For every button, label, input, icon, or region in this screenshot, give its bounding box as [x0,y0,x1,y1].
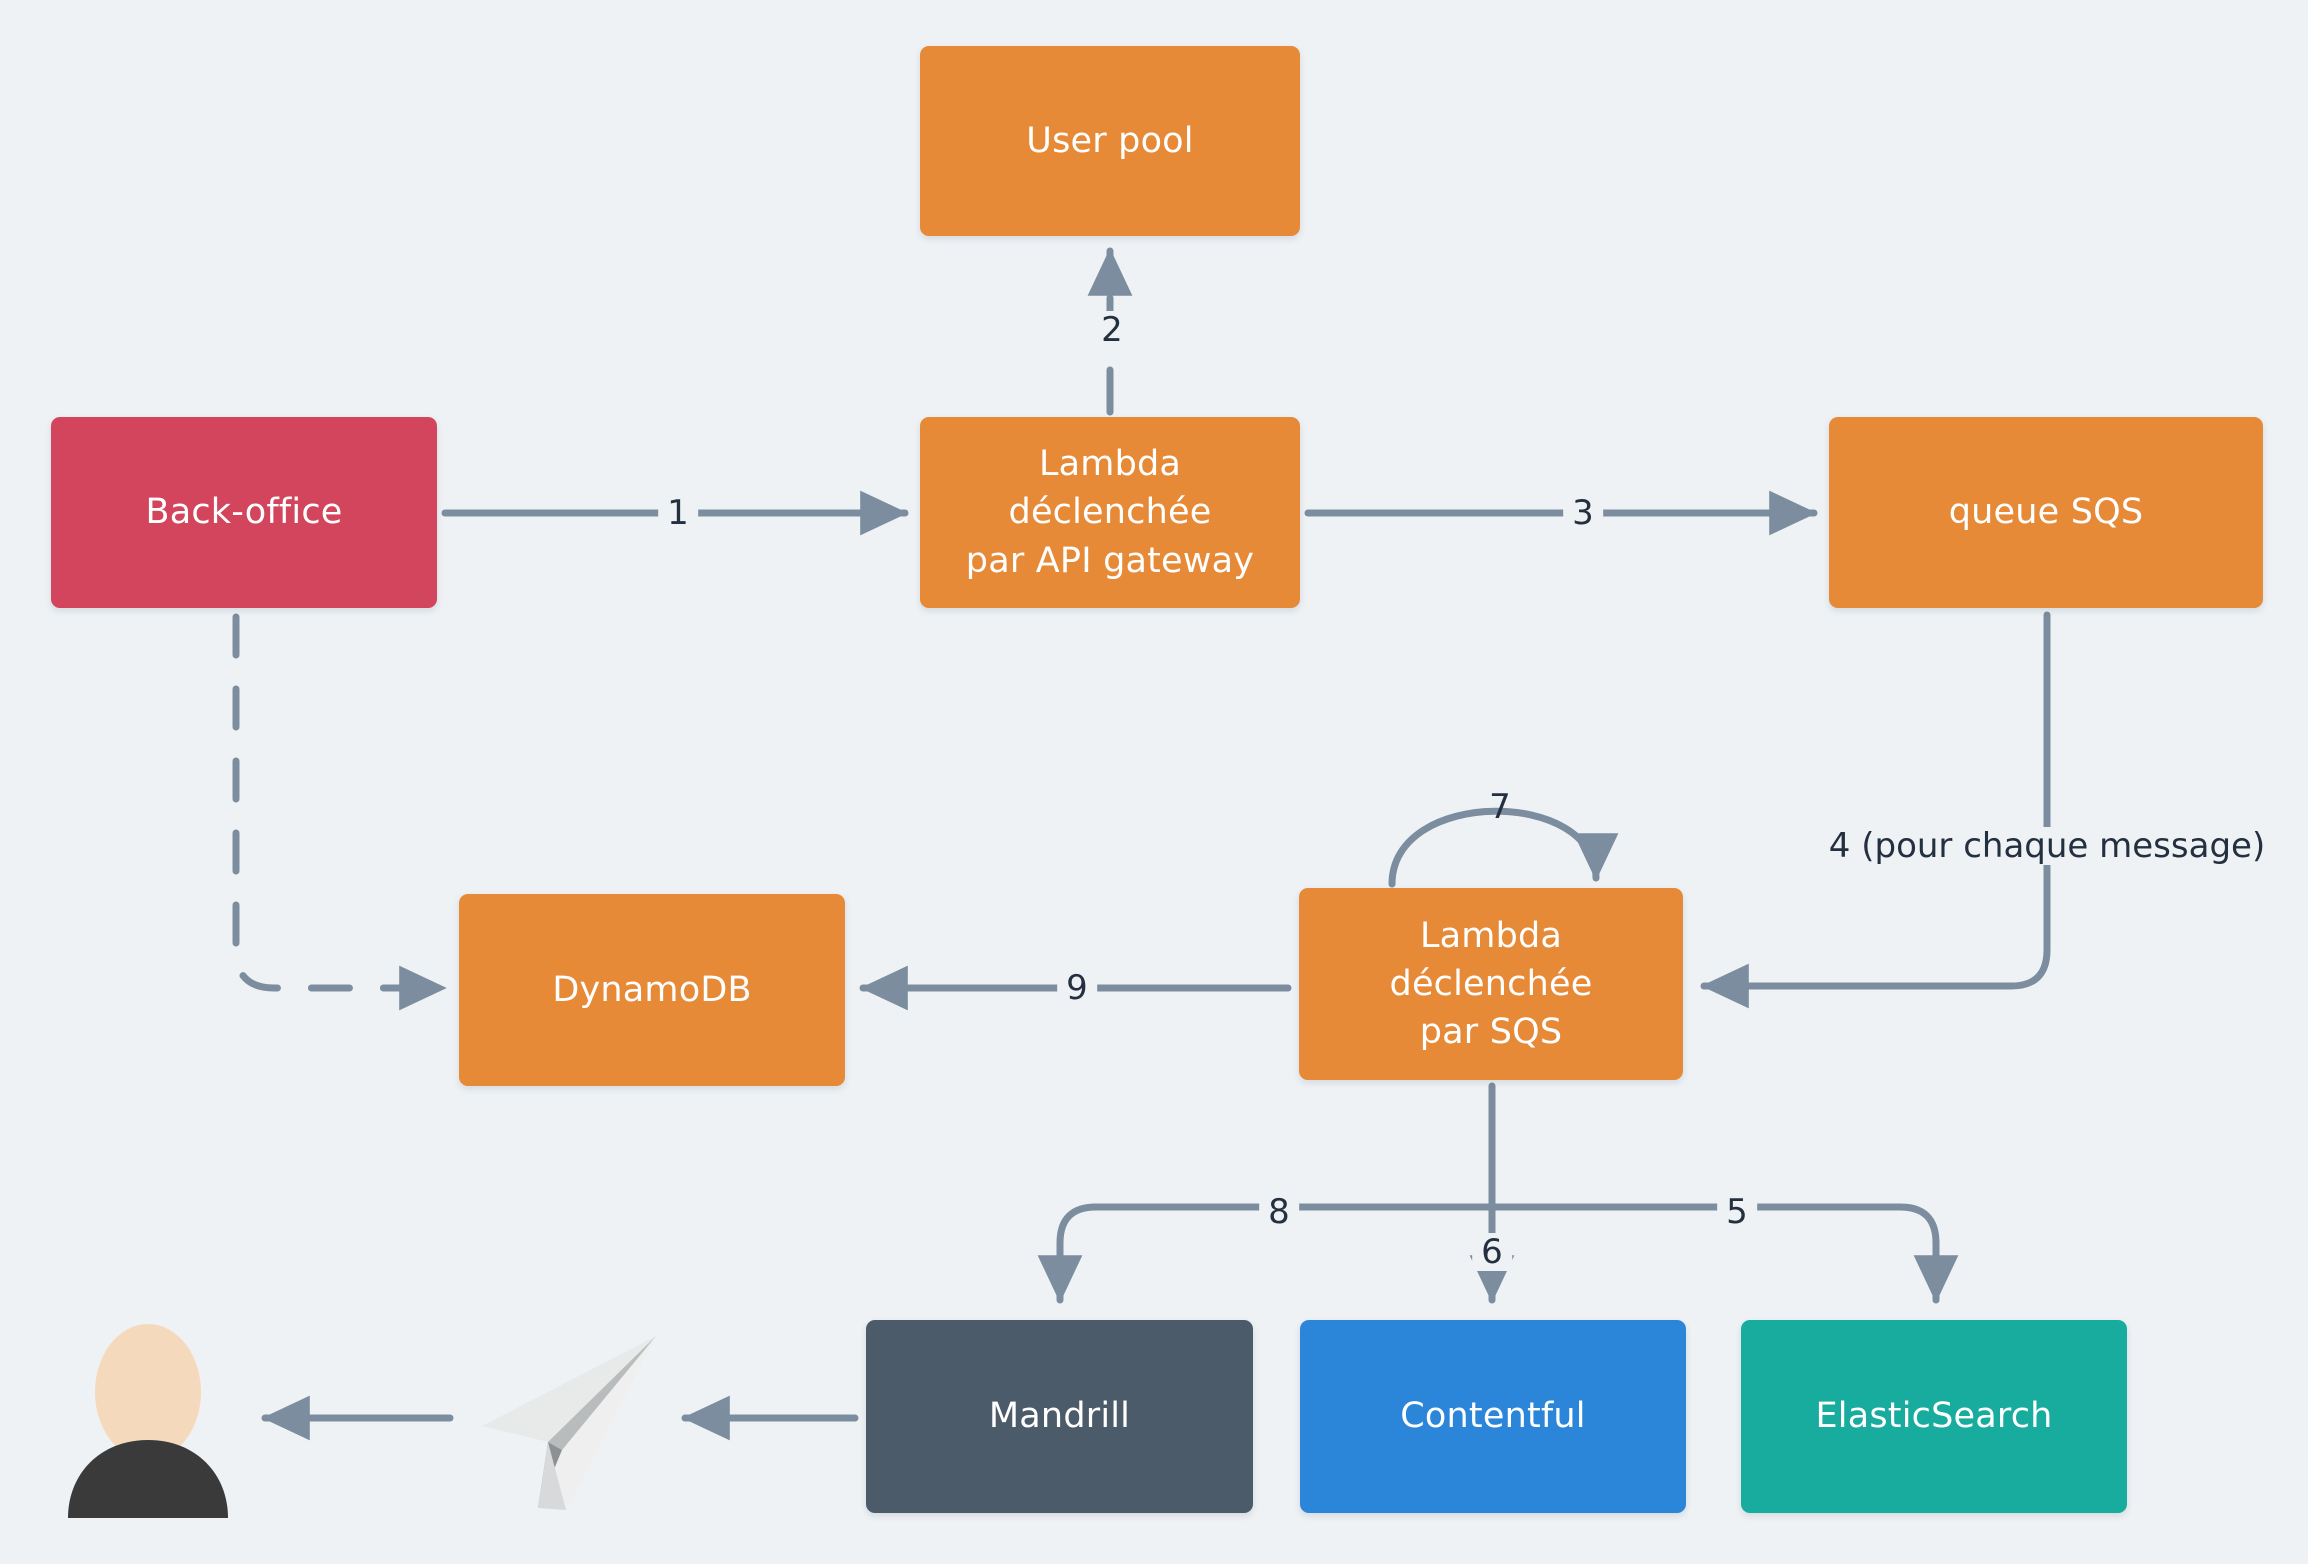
node-contentful[interactable]: Contentful [1300,1320,1686,1513]
node-queue-sqs-label: queue SQS [1948,492,2144,533]
edge-5-path [1488,1203,1959,1304]
edge-label-3: 3 [1563,494,1603,532]
edge-label-8: 8 [1259,1193,1299,1231]
node-contentful-label: Contentful [1400,1396,1586,1437]
node-back-office-label: Back-office [145,492,343,533]
node-lambda-sqs-label: Lambda déclenchée par SQS [1389,915,1593,1053]
paper-plane-icon [470,1330,666,1516]
node-elasticsearch[interactable]: ElasticSearch [1741,1320,2127,1513]
edge-label-6: 6 [1472,1233,1512,1271]
edge-label-7: 7 [1489,787,1511,827]
node-lambda-sqs[interactable]: Lambda déclenchée par SQS [1299,888,1683,1080]
edge-label-2: 2 [1092,311,1132,349]
edge-4-path [1700,611,2051,1009]
node-mandrill-label: Mandrill [988,1396,1131,1437]
node-lambda-api-gateway[interactable]: Lambda déclenchée par API gateway [920,417,1300,608]
node-user-pool[interactable]: User pool [920,46,1300,236]
edge-backoffice-dynamodb-path [232,613,448,1011]
node-queue-sqs[interactable]: queue SQS [1829,417,2263,608]
node-mandrill[interactable]: Mandrill [866,1320,1253,1513]
edge-label-1: 1 [658,494,698,532]
node-elasticsearch-label: ElasticSearch [1815,1396,2053,1437]
edge-label-5: 5 [1717,1193,1757,1231]
node-lambda-api-gateway-label: Lambda déclenchée par API gateway [965,444,1255,581]
edge-label-4: 4 (pour chaque message) [1819,827,2275,865]
node-user-pool-label: User pool [1026,120,1194,161]
node-dynamodb[interactable]: DynamoDB [459,894,845,1086]
node-dynamodb-label: DynamoDB [552,969,752,1010]
user-avatar-icon [60,1322,235,1518]
node-back-office[interactable]: Back-office [51,417,437,608]
edge-label-9: 9 [1057,969,1097,1007]
